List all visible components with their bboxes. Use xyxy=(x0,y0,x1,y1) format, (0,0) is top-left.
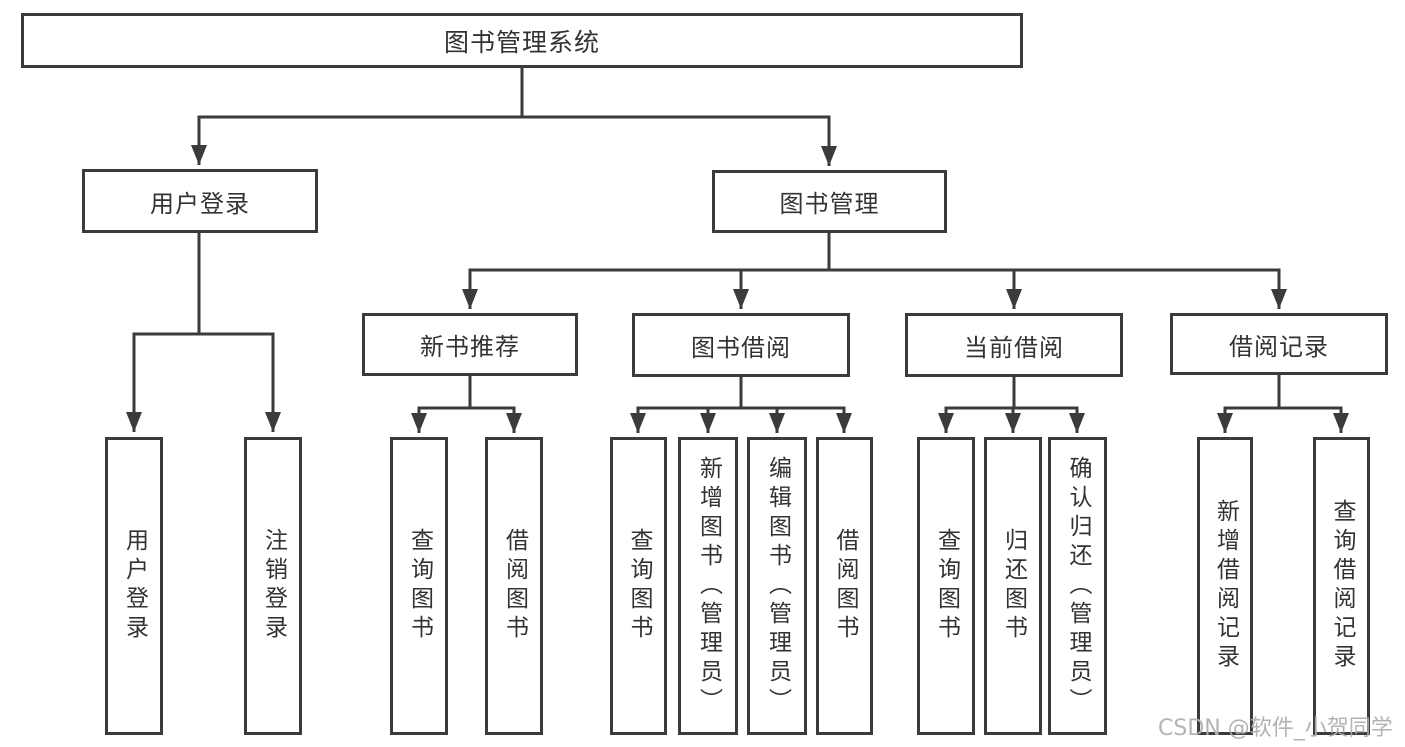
csdn-watermark: CSDN @软件_小贺同学 xyxy=(1158,716,1393,741)
leaf-add-book-admin: 新增图书（管理员） xyxy=(678,437,738,735)
node-current-borrow: 当前借阅 xyxy=(905,313,1123,377)
node-book-borrow: 图书借阅 xyxy=(632,313,850,377)
leaf-query-book-1: 查询图书 xyxy=(390,437,448,735)
leaf-query-book-2: 查询图书 xyxy=(610,437,667,735)
leaf-edit-book-admin: 编辑图书（管理员） xyxy=(747,437,807,735)
node-root-system: 图书管理系统 xyxy=(21,13,1023,68)
node-user-login-branch: 用户登录 xyxy=(82,169,318,233)
leaf-user-login: 用户登录 xyxy=(105,437,163,735)
node-borrow-record: 借阅记录 xyxy=(1170,313,1388,375)
leaf-logout: 注销登录 xyxy=(244,437,302,735)
leaf-borrow-book-1: 借阅图书 xyxy=(485,437,543,735)
leaf-query-book-3: 查询图书 xyxy=(917,437,975,735)
leaf-confirm-return-admin: 确认归还（管理员） xyxy=(1048,437,1107,735)
leaf-borrow-book-2: 借阅图书 xyxy=(816,437,873,735)
leaf-return-book: 归还图书 xyxy=(984,437,1042,735)
leaf-query-borrow-record: 查询借阅记录 xyxy=(1313,437,1370,735)
node-new-book-recommend: 新书推荐 xyxy=(362,313,578,376)
node-book-management-branch: 图书管理 xyxy=(712,170,947,233)
leaf-add-borrow-record: 新增借阅记录 xyxy=(1197,437,1253,735)
